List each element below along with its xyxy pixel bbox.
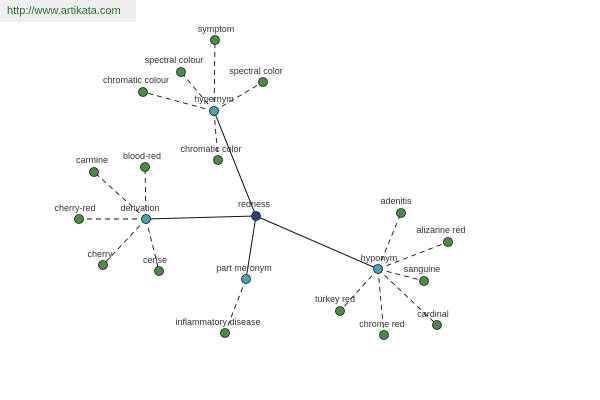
node-turkey-red[interactable]: [335, 306, 345, 316]
node-spectral-colour[interactable]: [176, 67, 186, 77]
labels-layer: redness hypernym derivation part meronym hyp…: [54, 24, 465, 329]
edge-redness-part-meronym: [245, 215, 257, 280]
node-chrome-red[interactable]: [379, 330, 389, 340]
node-blood-red-label: blood-red: [123, 151, 161, 161]
node-sanguine-label: sanguine: [404, 264, 441, 274]
node-cherry[interactable]: [98, 260, 108, 270]
edge-hyponym-alizarine-red: [377, 241, 449, 270]
node-spectral-color-label: spectral color: [229, 66, 283, 76]
edge-hypernym-spectral-color: [213, 81, 264, 112]
node-chrome-red-label: chrome red: [359, 319, 405, 329]
node-symptom[interactable]: [210, 35, 220, 45]
node-redness[interactable]: [251, 211, 261, 221]
node-cherry-label: cherry: [87, 249, 113, 259]
node-inflammatory-disease-label: inflammatory disease: [175, 317, 260, 327]
edge-hyponym-adenitis: [377, 212, 402, 270]
node-adenitis[interactable]: [396, 208, 406, 218]
site-url-link[interactable]: http://www.artikata.com: [0, 0, 136, 22]
nodes-layer: [74, 35, 453, 340]
edge-derivation-cherry: [102, 218, 147, 266]
node-spectral-colour-label: spectral colour: [145, 55, 204, 65]
node-blood-red[interactable]: [140, 162, 150, 172]
node-chromatic-color-label: chromatic color: [180, 144, 241, 154]
node-alizarine-red-label: alizarine red: [416, 225, 465, 235]
node-hyponym[interactable]: [373, 264, 383, 274]
node-cardinal[interactable]: [432, 320, 442, 330]
edge-redness-hyponym: [255, 215, 379, 270]
edge-hypernym-symptom: [213, 39, 216, 112]
node-part-meronym-label: part meronym: [216, 263, 272, 273]
node-cherry-red[interactable]: [74, 214, 84, 224]
node-part-meronym[interactable]: [241, 274, 251, 284]
node-turkey-red-label: turkey red: [315, 294, 355, 304]
node-chromatic-colour[interactable]: [138, 87, 148, 97]
edge-derivation-carmine: [93, 171, 147, 220]
node-hyponym-label: hyponym: [361, 253, 398, 263]
edge-redness-derivation: [145, 215, 257, 220]
edge-redness-hypernym: [213, 110, 257, 217]
node-redness-label: redness: [238, 199, 271, 209]
node-cardinal-label: cardinal: [417, 309, 449, 319]
edge-hyponym-sanguine: [377, 268, 425, 282]
node-alizarine-red[interactable]: [443, 237, 453, 247]
node-carmine[interactable]: [89, 167, 99, 177]
edge-hyponym-turkey-red: [339, 268, 379, 312]
node-derivation[interactable]: [141, 214, 151, 224]
node-symptom-label: symptom: [198, 24, 235, 34]
edge-hypernym-chromatic-colour: [142, 91, 215, 112]
node-cerise[interactable]: [154, 266, 164, 276]
node-cherry-red-label: cherry-red: [54, 203, 95, 213]
edge-hyponym-chrome-red: [377, 268, 385, 336]
node-hypernym[interactable]: [209, 106, 219, 116]
node-hypernym-label: hypernym: [194, 94, 234, 104]
node-spectral-color[interactable]: [258, 77, 268, 87]
node-inflammatory-disease[interactable]: [220, 328, 230, 338]
edge-part-meronym-inflammatory-disease: [224, 278, 247, 334]
node-adenitis-label: adenitis: [380, 196, 412, 206]
node-chromatic-color[interactable]: [213, 155, 223, 165]
edge-hypernym-chromatic-color: [213, 110, 219, 161]
edge-hyponym-cardinal: [377, 268, 438, 326]
node-chromatic-colour-label: chromatic colour: [103, 75, 169, 85]
node-derivation-label: derivation: [120, 203, 159, 213]
edge-hypernym-spectral-colour: [180, 71, 215, 112]
node-sanguine[interactable]: [419, 276, 429, 286]
node-cerise-label: cerise: [143, 255, 167, 265]
edges-layer: [79, 39, 449, 336]
node-carmine-label: carmine: [76, 155, 108, 165]
